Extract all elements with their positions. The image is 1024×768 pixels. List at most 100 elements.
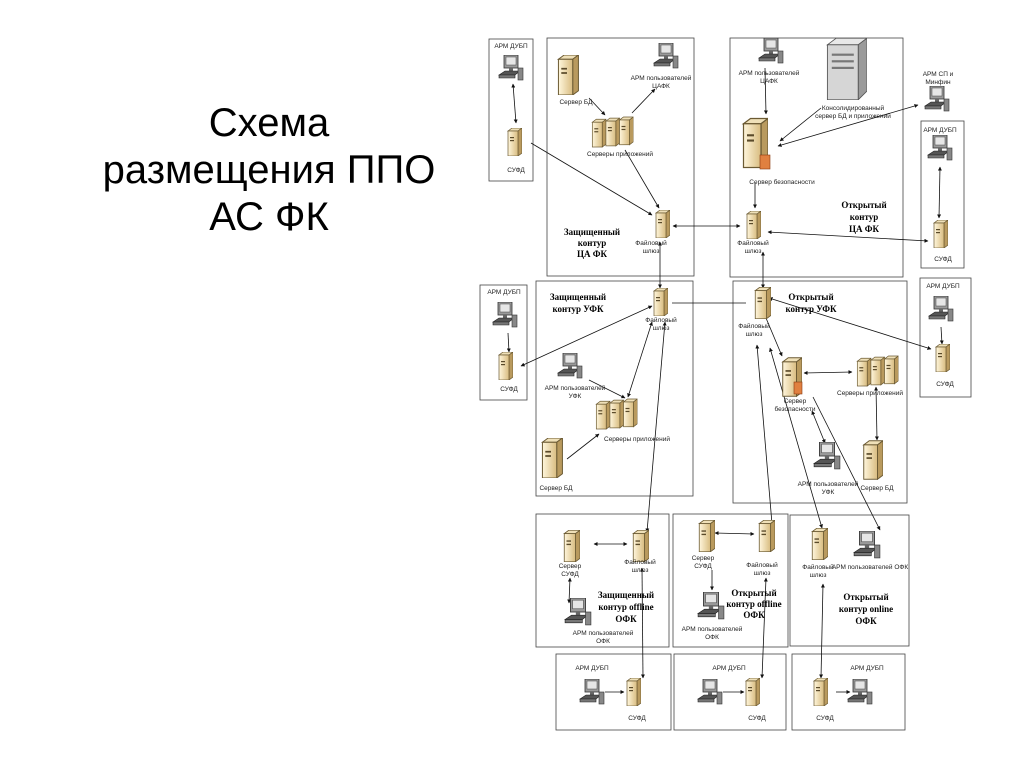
label-arm-ufk-2: УФК <box>822 489 835 496</box>
contour-ofk-off-protected-2: контур offline <box>598 602 653 612</box>
label-servers-app: Серверы приложений <box>604 435 670 443</box>
server-icon <box>746 211 761 239</box>
contour-cafk-protected-1: Защищенный <box>564 227 620 237</box>
server-icon <box>758 520 775 552</box>
label-file-gw-1: Файловый <box>624 558 656 566</box>
label-arm-cafk-2: ЦАФК <box>652 83 670 90</box>
server-icon <box>811 528 828 560</box>
label-file-gw-2: шлюз <box>653 325 670 332</box>
label-file-gw-2: шлюз <box>810 572 827 579</box>
title-line-2: размещения ППО <box>102 148 436 192</box>
server-icon <box>813 678 828 706</box>
server-icon <box>541 438 563 478</box>
server-icon <box>863 440 883 480</box>
contour-cafk-protected-3: ЦА ФК <box>577 249 607 259</box>
label-arm-dubp: АРМ ДУБП <box>487 289 521 296</box>
label-arm-sp-2: Минфин <box>925 79 951 86</box>
label-file-gw-1: Файловый <box>738 322 770 330</box>
label-file-gw-2: шлюз <box>745 248 762 255</box>
label-server-bd: Сервер БД <box>860 485 894 492</box>
label-arm-cafk-1: АРМ пользователей <box>631 74 692 82</box>
contour-cafk-open-2: контур <box>850 212 879 222</box>
label-arm-ofk-1: АРМ пользователей <box>682 625 743 633</box>
device-labels: АРМ ДУБП СУФД Сервер БД АРМ пользователе… <box>487 43 960 722</box>
connections <box>506 67 944 694</box>
label-arm-ufk-2: УФК <box>569 393 582 400</box>
label-arm-sp-1: АРМ СП и <box>923 71 954 78</box>
label-arm-ofk-2: ОФК <box>705 634 719 641</box>
server-icon <box>507 128 522 156</box>
label-servers-app: Серверы приложений <box>587 150 653 158</box>
slide-title: Схема размещения ППО АС ФК <box>64 100 474 241</box>
label-server-sufd-1: Сервер <box>692 555 715 562</box>
label-file-gw-1: Файловый <box>737 239 769 247</box>
label-sufd: СУФД <box>748 715 766 722</box>
contour-cafk-protected-2: контур <box>578 238 607 248</box>
contour-ofk-off-open-3: ОФК <box>743 610 765 620</box>
contour-ofk-off-open-1: Открытый <box>731 588 776 598</box>
contour-ofk-off-protected-1: Защищенный <box>598 590 654 600</box>
contour-ofk-online-3: ОФК <box>855 616 877 626</box>
label-arm-ofk-inline: АРМ пользователей ОФК <box>832 563 909 571</box>
server-icon <box>563 530 580 562</box>
label-file-gw-1: Файловый <box>635 239 667 247</box>
label-sufd: СУФД <box>936 381 954 388</box>
servers-group-icon <box>596 399 637 429</box>
contour-ufk-open-1: Открытый <box>788 292 833 302</box>
server-icon <box>626 678 641 706</box>
servers-group-icon <box>592 117 633 147</box>
label-file-gw-2: шлюз <box>746 331 763 338</box>
contour-cafk-open-3: ЦА ФК <box>849 224 879 234</box>
title-line-1: Схема <box>208 101 330 145</box>
label-server-bd: Сервер БД <box>539 485 573 492</box>
label-server-sufd-2: СУФД <box>561 571 579 578</box>
label-server-bez-2: безопасности <box>774 405 815 413</box>
title-line-3: АС ФК <box>209 195 329 239</box>
label-sufd: СУФД <box>500 386 518 393</box>
label-arm-ufk-1: АРМ пользователей <box>798 480 859 488</box>
label-arm-dubp: АРМ ДУБП <box>850 665 884 672</box>
security-shield-icon <box>759 154 771 170</box>
label-arm-dubp: АРМ ДУБП <box>494 43 528 50</box>
label-file-gw-1: Файловый <box>645 316 677 324</box>
label-server-sufd-1: Сервер <box>559 563 582 570</box>
contour-ufk-protected-1: Защищенный <box>550 292 606 302</box>
server-icon <box>933 220 948 248</box>
label-arm-dubp: АРМ ДУБП <box>926 283 960 290</box>
label-file-gw-2: шлюз <box>643 248 660 255</box>
label-konsol-1: Консолидированный <box>822 104 885 112</box>
security-shield-icon <box>793 381 803 395</box>
server-icon <box>632 530 649 562</box>
contour-ufk-protected-2: контур УФК <box>552 304 603 314</box>
label-konsol-2: сервер БД и приложений <box>815 112 891 120</box>
server-icon <box>935 344 950 372</box>
devices <box>492 38 954 706</box>
server-icon <box>754 287 771 319</box>
label-sufd: СУФД <box>507 167 525 174</box>
label-file-gw-2: шлюз <box>754 570 771 577</box>
label-server-bez-1: Сервер <box>784 398 807 405</box>
label-file-gw-1: Файловый <box>802 563 834 571</box>
server-icon <box>698 520 715 552</box>
server-icon <box>655 210 670 238</box>
contour-ufk-open-2: контур УФК <box>785 304 836 314</box>
label-server-sufd-2: СУФД <box>694 563 712 570</box>
contour-ofk-off-protected-3: ОФК <box>615 614 637 624</box>
label-arm-cafk-right-2: ЦАФК <box>760 78 778 85</box>
label-arm-dubp: АРМ ДУБП <box>712 665 746 672</box>
servers-group-icon <box>857 356 898 386</box>
label-arm-cafk-right-1: АРМ пользователей <box>739 69 800 77</box>
label-arm-ofk-2: ОФК <box>596 638 610 645</box>
label-file-gw-1: Файловый <box>746 561 778 569</box>
contour-ofk-off-open-2: контур offline <box>726 599 781 609</box>
server-icon <box>745 678 760 706</box>
label-arm-dubp: АРМ ДУБП <box>923 127 957 134</box>
contour-ofk-online-2: контур online <box>839 604 893 614</box>
label-server-bez: Сервер безопасности <box>749 178 815 186</box>
contour-titles: Защищенный контур ЦА ФК Открытый контур … <box>550 200 893 626</box>
label-sufd: СУФД <box>816 715 834 722</box>
big-server-icon <box>826 38 867 100</box>
label-sufd: СУФД <box>628 715 646 722</box>
server-icon <box>557 55 579 95</box>
